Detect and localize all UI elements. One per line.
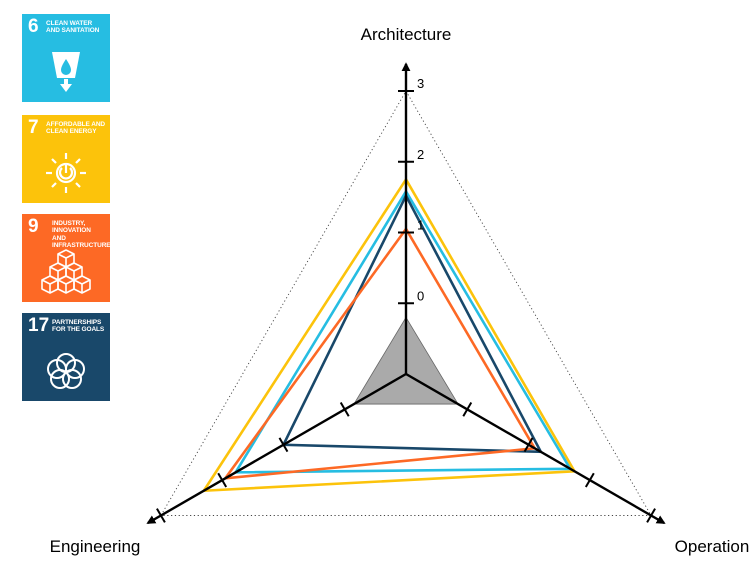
axis-ticks bbox=[156, 90, 656, 523]
tick-label-3: 3 bbox=[417, 76, 424, 91]
axis-label-engineering: Engineering bbox=[50, 537, 141, 556]
tick-labels: 0 1 2 3 bbox=[417, 76, 424, 303]
series-3-line bbox=[222, 226, 537, 480]
series-1-line bbox=[233, 188, 573, 474]
cubes-icon bbox=[41, 249, 91, 294]
axis-labels: Architecture Operation Engineering bbox=[50, 25, 750, 556]
sdg-title: PARTNERSHIPS FOR THE GOALS bbox=[52, 319, 105, 334]
sdg-number: 9 bbox=[28, 216, 39, 237]
sdg-tile-17: 17 PARTNERSHIPS FOR THE GOALS bbox=[22, 313, 110, 401]
axis-label-operation: Operation bbox=[675, 537, 750, 556]
tick-label-1: 1 bbox=[417, 218, 424, 233]
sdg-title: CLEAN WATER AND SANITATION bbox=[46, 20, 100, 35]
series-0-line bbox=[201, 176, 577, 493]
series-lines bbox=[201, 176, 577, 493]
tick-axis-operation-0 bbox=[462, 401, 473, 417]
sdg-number: 17 bbox=[28, 315, 50, 336]
tick-label-0: 0 bbox=[417, 288, 424, 303]
rings-icon bbox=[47, 353, 85, 389]
sdg-tile-9: 9 INDUSTRY, INNOVATION AND INFRASTRUCTUR… bbox=[22, 214, 111, 302]
tick-axis-engineering-3 bbox=[156, 508, 166, 523]
tick-label-2: 2 bbox=[417, 147, 424, 162]
axis-label-architecture: Architecture bbox=[361, 25, 452, 44]
tick-axis-engineering-1 bbox=[278, 437, 289, 453]
sdg-tile-7: 7 AFFORDABLE AND CLEAN ENERGY bbox=[22, 115, 110, 203]
tick-axis-engineering-2 bbox=[217, 472, 228, 488]
sdg-title: INDUSTRY, INNOVATION AND INFRASTRUCTURE bbox=[52, 220, 111, 250]
axes bbox=[146, 62, 666, 525]
sdg-number: 7 bbox=[28, 117, 39, 138]
sun-power-icon bbox=[46, 153, 86, 193]
tick-axis-operation-2 bbox=[584, 472, 595, 488]
tick-axis-engineering-0 bbox=[339, 401, 350, 417]
sdg-tile-6: 6 CLEAN WATER AND SANITATION bbox=[22, 14, 110, 102]
axis-engineering bbox=[146, 372, 407, 525]
tick-axis-operation-1 bbox=[523, 437, 534, 453]
tick-axis-operation-3 bbox=[646, 508, 656, 523]
series-2-line bbox=[281, 192, 543, 454]
axis-operation bbox=[405, 372, 666, 525]
sdg-number: 6 bbox=[28, 16, 39, 37]
water-tap-icon bbox=[52, 52, 80, 92]
sdg-title: AFFORDABLE AND CLEAN ENERGY bbox=[46, 121, 106, 136]
